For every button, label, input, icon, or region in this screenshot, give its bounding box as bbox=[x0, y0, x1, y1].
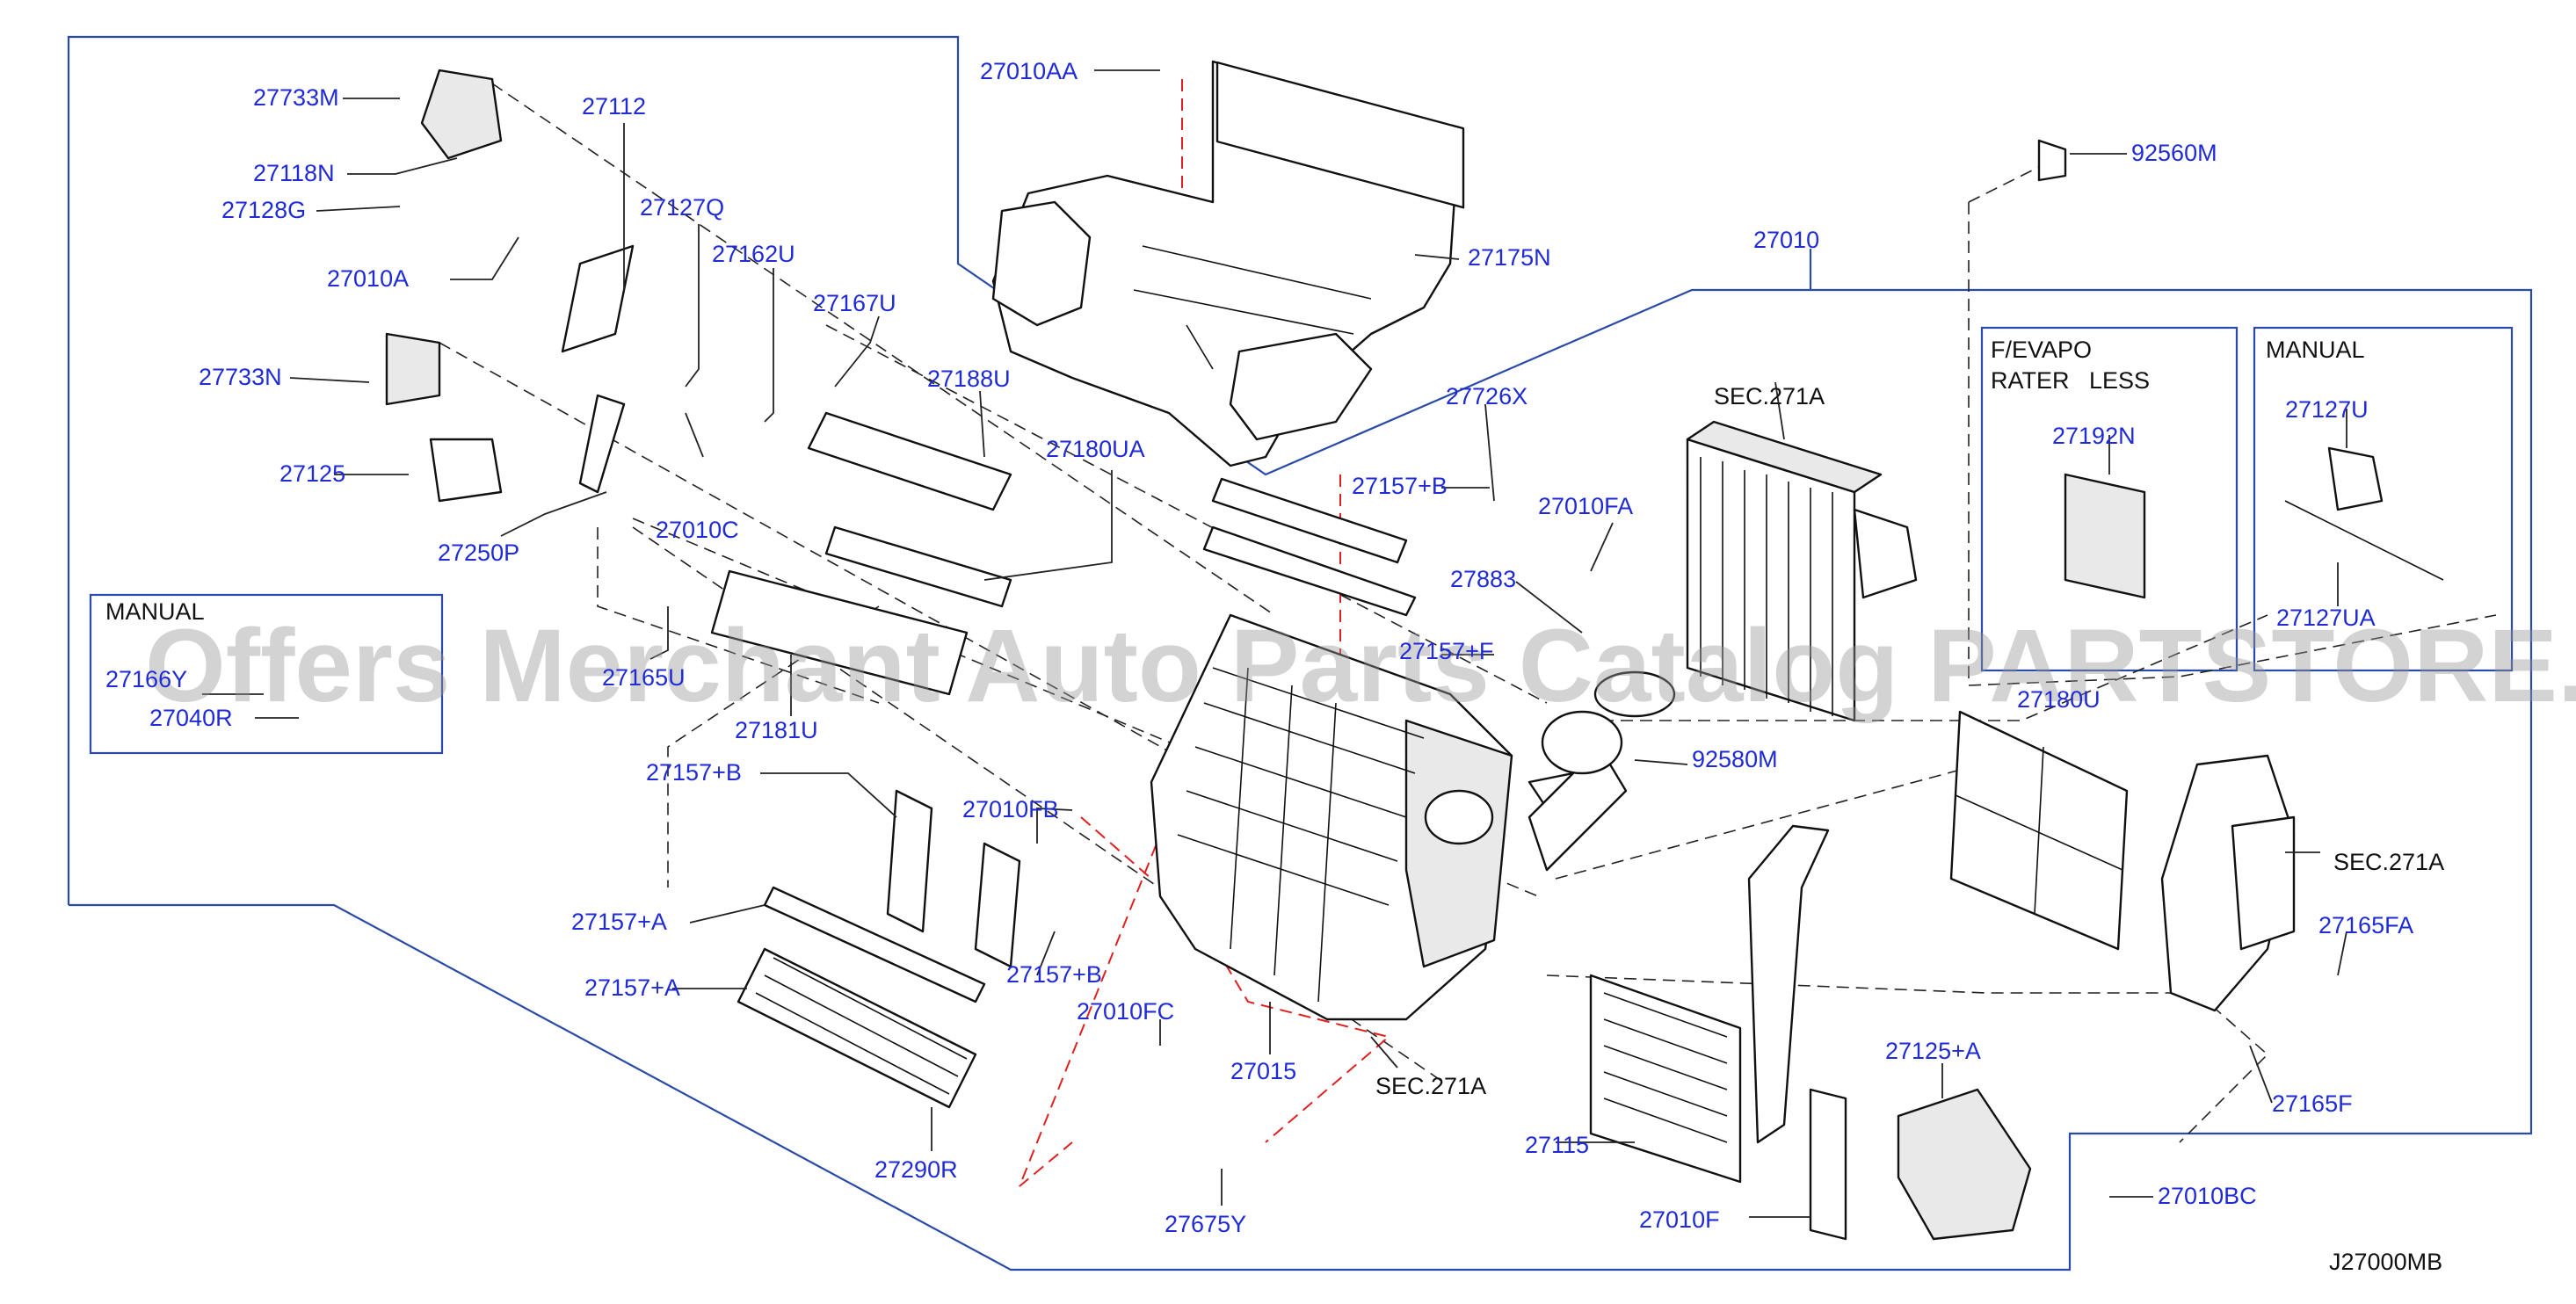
part-label[interactable]: 27181U bbox=[735, 717, 818, 743]
door-assemblies-part bbox=[385, 69, 1012, 696]
part-label[interactable]: 27015 bbox=[1230, 1058, 1296, 1084]
part-label[interactable]: 27250P bbox=[438, 540, 519, 566]
manual-box-left-title: MANUAL bbox=[105, 598, 205, 625]
filter-mesh-part bbox=[737, 947, 977, 1109]
part-label[interactable]: 27157+A bbox=[571, 909, 667, 935]
section-ref-label[interactable]: SEC.271A bbox=[1714, 383, 1825, 409]
part-label[interactable]: 27157+A bbox=[584, 974, 680, 1001]
part-label[interactable]: 27675Y bbox=[1165, 1211, 1246, 1237]
part-label[interactable]: 27010 bbox=[1753, 227, 1819, 253]
part-label[interactable]: 27125+A bbox=[1885, 1038, 1981, 1064]
part-label[interactable]: 27127U bbox=[2285, 396, 2369, 423]
filter-frame-part bbox=[1949, 710, 2129, 951]
part-label[interactable]: 27290R bbox=[874, 1156, 958, 1183]
diagram-code: J27000MB bbox=[2329, 1249, 2442, 1275]
part-label[interactable]: 27165F bbox=[2272, 1090, 2353, 1117]
part-label[interactable]: 27127Q bbox=[640, 194, 724, 221]
part-label[interactable]: 27010F bbox=[1639, 1206, 1720, 1233]
manual-box-right-title: MANUAL bbox=[2266, 337, 2365, 363]
part-label[interactable]: 27175N bbox=[1468, 244, 1551, 271]
part-label[interactable]: 27157+B bbox=[1352, 473, 1448, 499]
assembly-frames bbox=[67, 35, 2533, 1271]
fevapo-box-title-2: RATER LESS bbox=[1991, 367, 2150, 394]
part-label[interactable]: 27040R bbox=[149, 705, 233, 731]
part-label[interactable]: 27883 bbox=[1450, 566, 1516, 592]
part-label[interactable]: 27125 bbox=[279, 460, 345, 487]
part-label[interactable]: 27010AA bbox=[980, 58, 1078, 84]
part-label[interactable]: 27010BC bbox=[2158, 1183, 2257, 1209]
evaporator-part bbox=[1686, 420, 1918, 722]
part-label[interactable]: 92560M bbox=[2131, 140, 2217, 166]
heater-core-part bbox=[1589, 824, 1830, 1184]
main-housing-part bbox=[1150, 613, 1513, 1021]
part-label[interactable]: 27118N bbox=[253, 160, 335, 186]
upper-duct-part bbox=[991, 60, 1465, 467]
section-ref-label[interactable]: SEC.271A bbox=[1375, 1073, 1486, 1099]
part-label[interactable]: 27188U bbox=[927, 366, 1011, 392]
part-label[interactable]: 27112 bbox=[582, 93, 646, 120]
seal-strips-part bbox=[763, 477, 1417, 1003]
part-label[interactable]: 27733M bbox=[253, 84, 339, 111]
part-label[interactable]: 27010C bbox=[656, 517, 739, 543]
part-label[interactable]: 27010FA bbox=[1538, 493, 1633, 519]
part-label[interactable]: 27010FB bbox=[962, 796, 1059, 822]
part-label[interactable]: 27157+F bbox=[1399, 638, 1493, 664]
boxed-parts bbox=[2037, 139, 2444, 599]
part-label[interactable]: 27127UA bbox=[2276, 605, 2376, 631]
part-labels: 27733M 27118N 27128G 27010A 27733N 27125… bbox=[105, 58, 2444, 1237]
part-label[interactable]: 27180U bbox=[2017, 686, 2101, 713]
fevapo-box-title-1: F/EVAPO bbox=[1991, 337, 2092, 363]
part-label[interactable]: 27115 bbox=[1525, 1132, 1589, 1158]
part-label[interactable]: 27192N bbox=[2052, 423, 2136, 449]
part-label[interactable]: 27180UA bbox=[1046, 436, 1145, 462]
part-label[interactable]: 27726X bbox=[1446, 383, 1527, 409]
watermark-text: Offers Merchant Auto Parts Catalog PARTS… bbox=[145, 608, 2576, 724]
part-label[interactable]: 92580M bbox=[1692, 746, 1778, 772]
part-label[interactable]: 27166Y bbox=[105, 666, 187, 692]
part-label[interactable]: 27157+B bbox=[646, 759, 742, 786]
part-label[interactable]: 27167U bbox=[813, 290, 896, 316]
box-headers: MANUAL F/EVAPO RATER LESS MANUAL bbox=[105, 337, 2365, 625]
part-label[interactable]: 27162U bbox=[712, 241, 795, 267]
part-label[interactable]: 27128G bbox=[221, 197, 306, 223]
part-label[interactable]: 27157+B bbox=[1006, 961, 1102, 988]
leader-lines bbox=[202, 69, 2347, 1218]
part-label[interactable]: 27010A bbox=[327, 265, 409, 292]
lower-right-parts bbox=[1527, 670, 2032, 1241]
part-label[interactable]: 27165FA bbox=[2318, 912, 2413, 938]
part-label[interactable]: 27010FC bbox=[1077, 998, 1174, 1025]
blower-case-part bbox=[2160, 754, 2296, 1012]
part-label[interactable]: 27165U bbox=[602, 664, 686, 691]
section-ref-label[interactable]: SEC.271A bbox=[2333, 849, 2444, 875]
part-label[interactable]: 27733N bbox=[199, 364, 282, 390]
